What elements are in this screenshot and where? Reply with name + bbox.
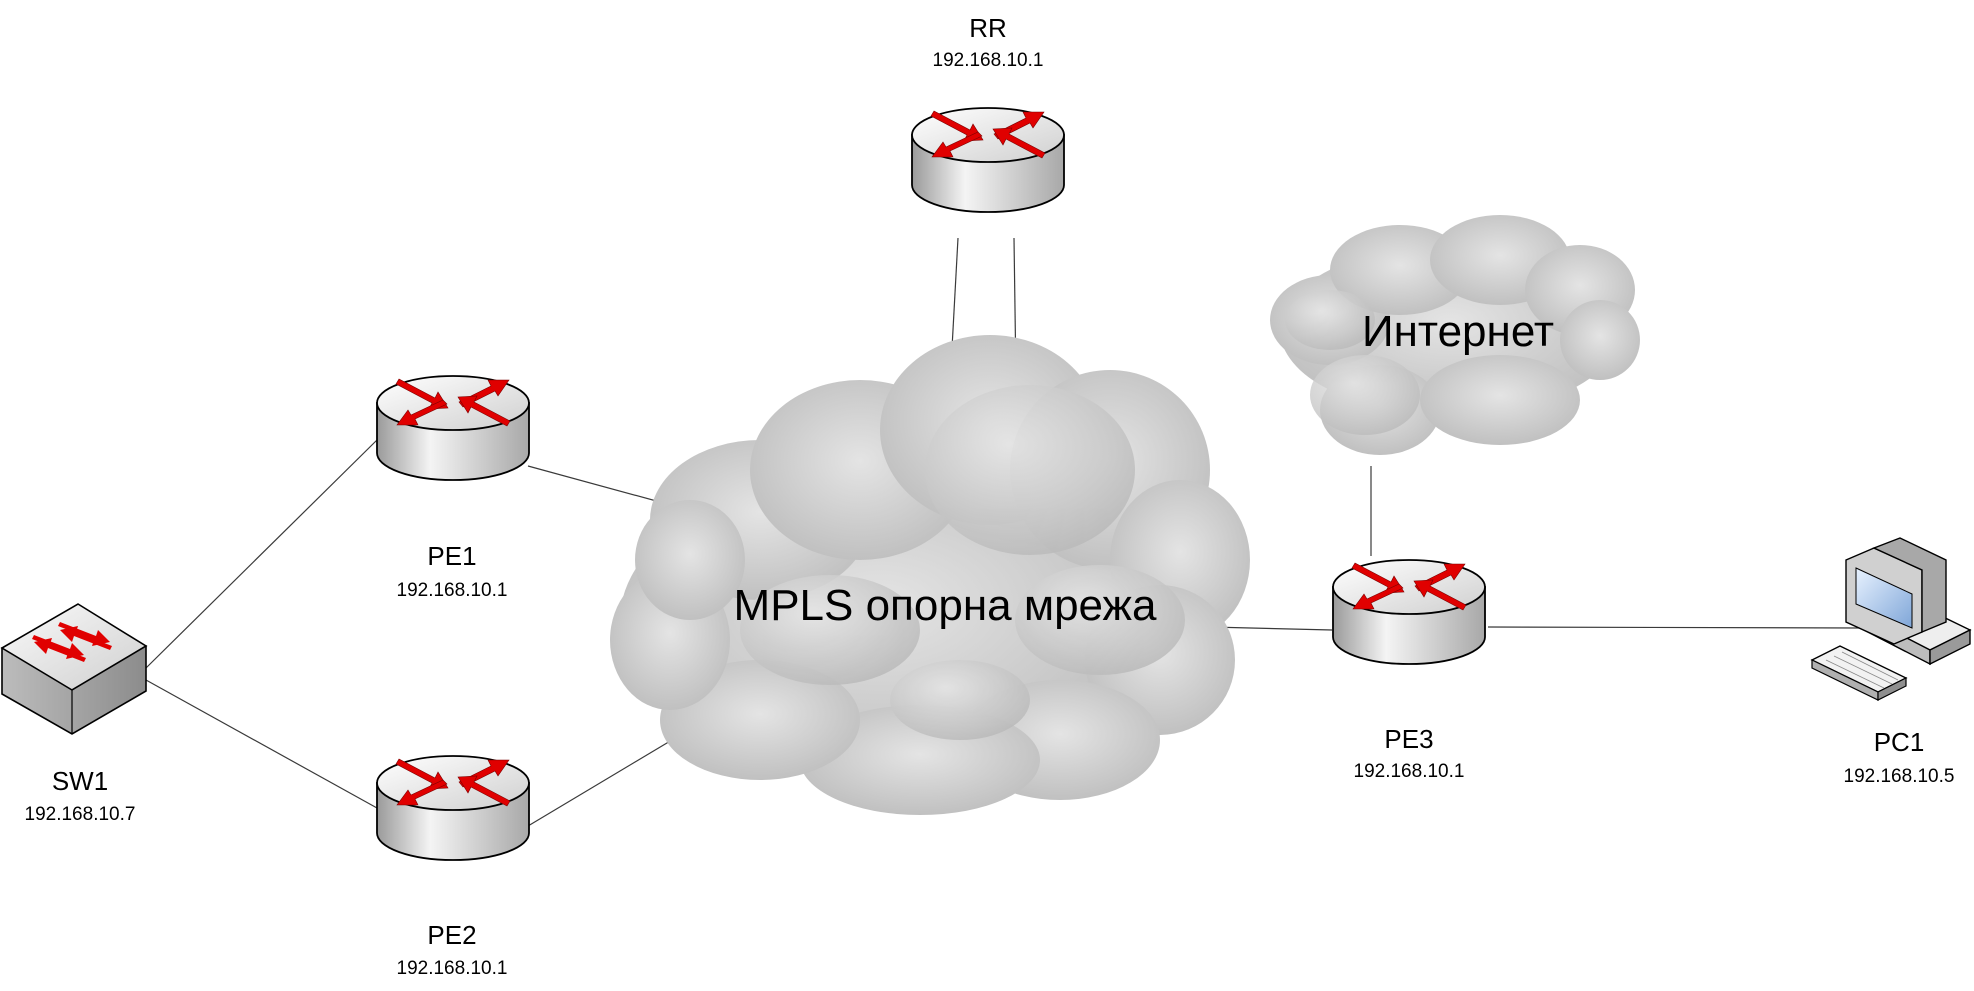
pe3-ip-label: 192.168.10.1	[1354, 761, 1465, 782]
pe1-name-label: PE1	[427, 541, 476, 571]
rr-name-label: RR	[969, 13, 1007, 43]
router-pe2[interactable]: PE2 192.168.10.1	[376, 755, 530, 979]
pc1-ip-label: 192.168.10.5	[1844, 766, 1955, 787]
sw1-ip-label: 192.168.10.7	[25, 804, 136, 825]
link-sw1-pe2	[145, 679, 378, 809]
rr-ip-label: 192.168.10.1	[933, 50, 1044, 71]
sw1-name-label: SW1	[52, 766, 108, 796]
router-icon	[911, 107, 1065, 213]
pe2-name-label: PE2	[427, 920, 476, 950]
router-icon	[376, 755, 530, 861]
pc-pc1[interactable]: PC1 192.168.10.5	[1810, 537, 1972, 787]
mpls-cloud-label: MPLS опорна мрежа	[734, 581, 1157, 630]
pc1-name-label: PC1	[1874, 727, 1925, 757]
switch-icon	[0, 603, 148, 735]
switch-sw1[interactable]: SW1 192.168.10.7	[0, 603, 148, 825]
router-pe1[interactable]: PE1 192.168.10.1	[376, 375, 530, 601]
router-icon	[376, 375, 530, 481]
pe2-ip-label: 192.168.10.1	[397, 958, 508, 979]
pe3-name-label: PE3	[1384, 724, 1433, 754]
internet-cloud-label: Интернет	[1362, 307, 1554, 356]
router-icon	[1332, 559, 1486, 665]
internet-cloud: Интернет	[1270, 215, 1640, 455]
link-mpls-pe3	[1209, 626, 1333, 631]
router-rr[interactable]: RR 192.168.10.1	[911, 13, 1065, 213]
router-pe3[interactable]: PE3 192.168.10.1	[1332, 559, 1486, 782]
desktop-computer-icon	[1810, 537, 1972, 701]
pe1-ip-label: 192.168.10.1	[397, 580, 508, 601]
link-sw1-pe1	[145, 439, 378, 669]
link-pe2-mpls	[527, 733, 683, 827]
link-pe3-pc1	[1487, 626, 1861, 629]
mpls-cloud: MPLS опорна мрежа	[610, 335, 1250, 815]
links	[145, 237, 1861, 827]
